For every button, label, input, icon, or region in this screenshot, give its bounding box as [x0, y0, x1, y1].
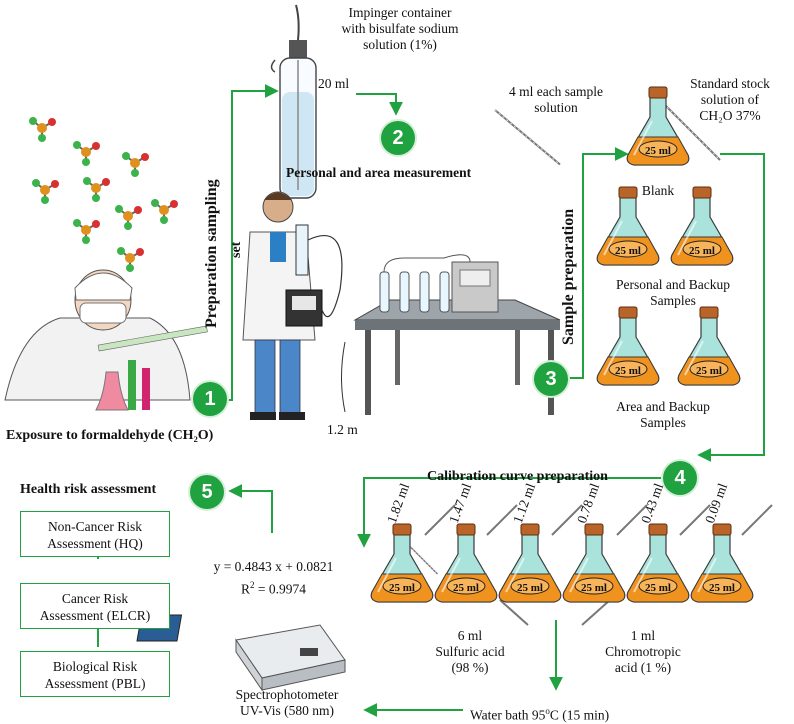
chromotropic-acid-label: 1 ml Chromotropic acid (1 %): [605, 628, 681, 675]
formaldehyde-molecules: [28, 116, 179, 273]
water-bath-label: Water bath 95oC (15 min): [470, 706, 610, 723]
set-label: set: [229, 241, 244, 258]
flask-label: 25 ml: [517, 582, 543, 594]
regression-equation: y = 0.4843 x + 0.0821: [213, 559, 334, 574]
flask-label: 25 ml: [689, 245, 715, 257]
step-1-badge: 1: [193, 382, 227, 416]
worker-illustration: [242, 191, 343, 420]
flask-label: 25 ml: [581, 582, 607, 594]
flask-label: 25 ml: [645, 582, 671, 594]
sample-preparation-label: Sample preparation: [560, 208, 577, 345]
impinger-volume: 20 ml: [318, 76, 350, 91]
table-apparatus: [341, 254, 561, 415]
r-squared: R2 = 0.9974: [240, 580, 306, 597]
flask-label: 25 ml: [615, 365, 641, 377]
spectrophotometer-label: Spectrophotometer UV-Vis (580 nm): [235, 687, 339, 718]
health-risk-title: Health risk assessment: [20, 482, 157, 497]
exposure-label: Exposure to formaldehyde (CH₂O): [6, 428, 214, 443]
flask-label: 25 ml: [645, 145, 671, 157]
flask-label: 25 ml: [696, 365, 722, 377]
spectrophotometer-illustration: [136, 614, 346, 692]
pipettes: [394, 99, 773, 626]
step-2-badge: 2: [381, 121, 415, 155]
impinger-label: Impinger container with bisulfate sodium…: [341, 5, 459, 52]
area-backup-label: Area and Backup Samples: [616, 399, 710, 430]
flow-arrows: [97, 84, 765, 717]
step-3-badge: 3: [534, 362, 568, 396]
blank-label: Blank: [641, 183, 675, 198]
personal-backup-label: Personal and Backup Samples: [616, 277, 730, 308]
flask-label: 25 ml: [453, 582, 479, 594]
flask-label: 25 ml: [389, 582, 415, 594]
sample-solution-label: 4 ml each sample solution: [508, 84, 604, 115]
step-4-badge: 4: [663, 461, 697, 495]
calibration-title: Calibration curve preparation: [427, 469, 608, 484]
personal-area-title: Personal and area measurement: [286, 165, 472, 180]
step-5-badge: 5: [190, 475, 224, 509]
scientist-illustration: [4, 269, 208, 411]
impinger-tube: [270, 4, 317, 199]
preparation-sampling-label: Preparation sampling: [203, 179, 220, 328]
flask-label: 25 ml: [709, 582, 735, 594]
sulfuric-acid-label: 6 ml Sulfuric acid (98 %): [435, 628, 505, 675]
height-label: 1.2 m: [327, 422, 358, 437]
flask-label: 25 ml: [615, 245, 641, 257]
standard-stock-label: Standard stock solution of CH₂O 37%: [690, 76, 770, 123]
